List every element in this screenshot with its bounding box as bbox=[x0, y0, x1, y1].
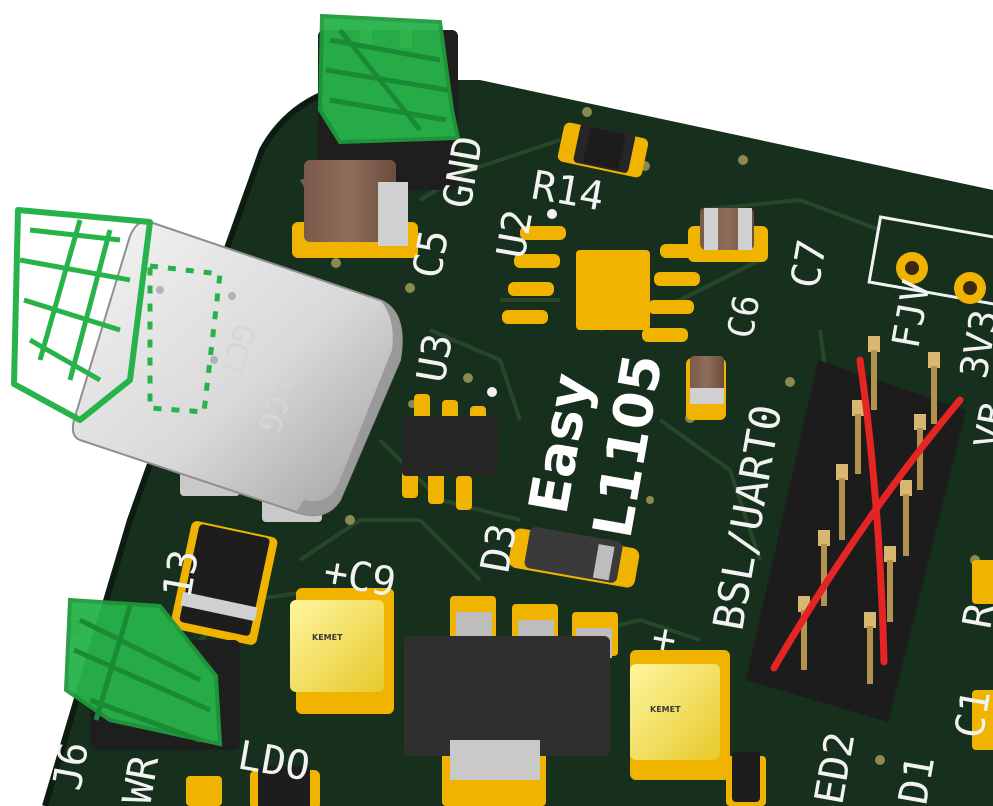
silk-d3: D3 bbox=[473, 520, 527, 575]
regulator-ldo bbox=[404, 596, 618, 806]
ic-u3 bbox=[402, 387, 498, 510]
silk-pwr: WR bbox=[115, 751, 169, 806]
green-marker-strokes-usb bbox=[19, 219, 131, 383]
capacitor-c7 bbox=[688, 208, 768, 262]
capacitor-c9: KEMET bbox=[290, 588, 394, 714]
usb-c-connector: GCT LCG bbox=[71, 220, 403, 522]
silk-c5: C5 bbox=[405, 226, 459, 281]
green-marker-scribble-bottom bbox=[63, 597, 223, 747]
resistor-r14 bbox=[557, 122, 649, 178]
capacitor-tantalum-right: KEMET bbox=[630, 650, 730, 780]
component-j13 bbox=[170, 521, 278, 645]
svg-text:KEMET: KEMET bbox=[312, 633, 343, 642]
right-edge-parts bbox=[972, 560, 993, 750]
header-pads-top-right bbox=[867, 215, 993, 307]
green-marker-strokes-top bbox=[325, 28, 449, 132]
diode-d3 bbox=[508, 526, 640, 588]
silk-c7: C7 bbox=[783, 236, 837, 291]
green-marker-dotted bbox=[147, 263, 223, 415]
svg-text:KEMET: KEMET bbox=[650, 705, 681, 714]
silk-j13: 13 bbox=[155, 546, 209, 601]
silk-c6: C6 bbox=[720, 292, 768, 342]
green-marker-outline-usb bbox=[11, 207, 153, 423]
silk-u2: U2 bbox=[489, 206, 543, 261]
red-marker-cross bbox=[770, 356, 964, 672]
silk-u3: U3 bbox=[409, 330, 463, 385]
bottom-parts bbox=[186, 752, 766, 806]
silk-d1: D1 bbox=[891, 752, 945, 806]
green-marker-strokes-bottom bbox=[72, 605, 212, 743]
capacitor-c6 bbox=[686, 356, 726, 420]
silk-c1: C1 bbox=[947, 686, 993, 741]
capacitor-c5 bbox=[292, 160, 418, 258]
ic-u2 bbox=[502, 209, 706, 342]
silk-j6: J6 bbox=[45, 738, 99, 793]
